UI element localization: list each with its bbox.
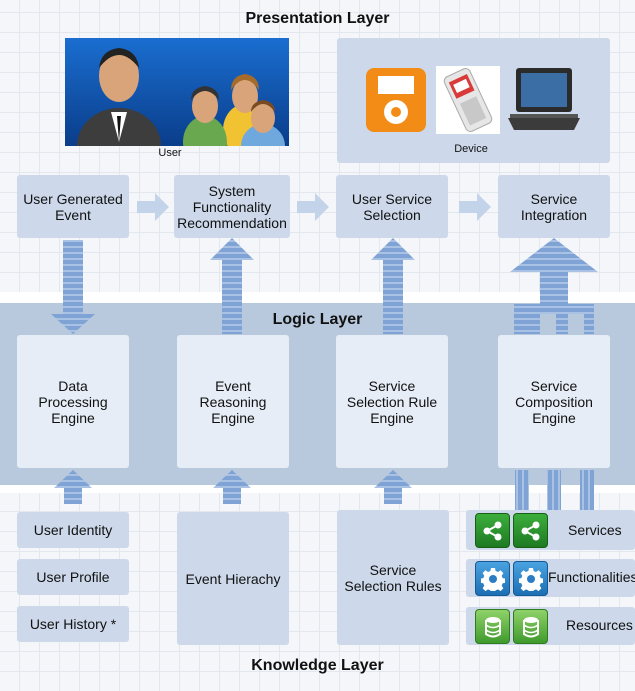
bar-resources xyxy=(580,470,594,510)
share-icon xyxy=(475,513,510,548)
service-composition-engine: Service Composition Engine xyxy=(498,335,610,468)
user-identity-box: User Identity xyxy=(17,512,129,548)
data-processing-engine: Data Processing Engine xyxy=(17,335,129,468)
gear-icon xyxy=(475,561,510,596)
arrow-up-event-reasoning xyxy=(210,238,254,334)
service-integration-box: Service Integration xyxy=(498,175,610,238)
music-player-icon xyxy=(362,66,430,134)
user-history-box: User History * xyxy=(17,606,129,642)
logic-layer-title: Logic Layer xyxy=(272,311,363,328)
user-profile-box: User Profile xyxy=(17,559,129,595)
users-icon xyxy=(77,48,285,146)
share-icon xyxy=(513,513,548,548)
user-generated-event-box: User Generated Event xyxy=(17,175,129,238)
arrow-down-data-processing xyxy=(51,240,95,334)
user-service-selection-box: User Service Selection xyxy=(336,175,448,238)
flow-arrow-1 xyxy=(137,193,169,221)
arrow-up-knowledge-2 xyxy=(213,470,251,504)
presentation-layer-title: Presentation Layer xyxy=(245,10,390,27)
user-illustration xyxy=(65,38,289,146)
bar-functionalities xyxy=(547,470,561,510)
arrow-up-knowledge-3 xyxy=(374,470,412,504)
arrow-up-service-integration xyxy=(510,238,598,334)
system-functionality-recommendation-box: System Functionality Recommendation xyxy=(174,175,290,238)
resources-label: Resources xyxy=(566,617,633,633)
bar-services xyxy=(515,470,529,510)
laptop-icon xyxy=(506,66,582,134)
mobile-phone-icon xyxy=(434,64,502,136)
knowledge-layer-title: Knowledge Layer xyxy=(251,657,384,674)
user-caption: User xyxy=(158,147,182,159)
flow-arrow-2 xyxy=(297,193,329,221)
database-icon xyxy=(475,609,510,644)
functionalities-label: Functionalities xyxy=(548,569,635,585)
service-selection-rules-box: Service Selection Rules xyxy=(337,510,449,645)
arrow-up-knowledge-1 xyxy=(54,470,92,504)
event-reasoning-engine: Event Reasoning Engine xyxy=(177,335,289,468)
services-label: Services xyxy=(568,522,622,538)
device-caption: Device xyxy=(454,143,488,155)
gear-icon xyxy=(513,561,548,596)
arrow-up-service-selection xyxy=(371,238,415,334)
database-icon xyxy=(513,609,548,644)
flow-arrow-3 xyxy=(459,193,491,221)
service-selection-rule-engine: Service Selection Rule Engine xyxy=(336,335,448,468)
event-hierarchy-box: Event Hierachy xyxy=(177,512,289,645)
